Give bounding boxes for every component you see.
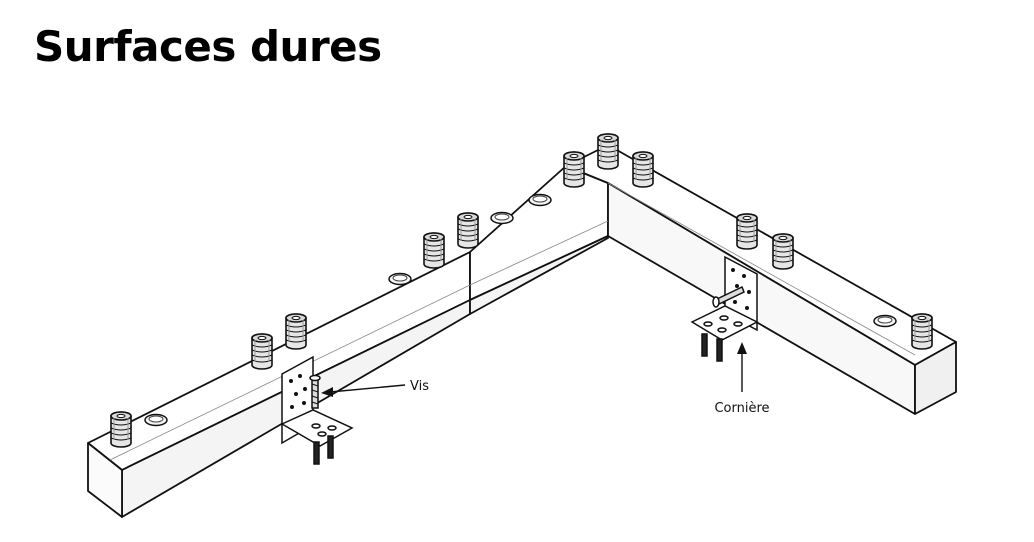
bracket-label: Cornière bbox=[714, 401, 769, 416]
bracket-callout: Cornière bbox=[714, 342, 770, 416]
right-beam bbox=[565, 144, 957, 415]
page-title: Surfaces dures bbox=[34, 22, 382, 71]
screw-callout: Vis bbox=[321, 379, 429, 397]
right-corner-bracket bbox=[690, 255, 759, 362]
middle-beam bbox=[469, 165, 609, 315]
left-corner-bracket bbox=[280, 355, 354, 465]
screw-label: Vis bbox=[410, 379, 429, 394]
